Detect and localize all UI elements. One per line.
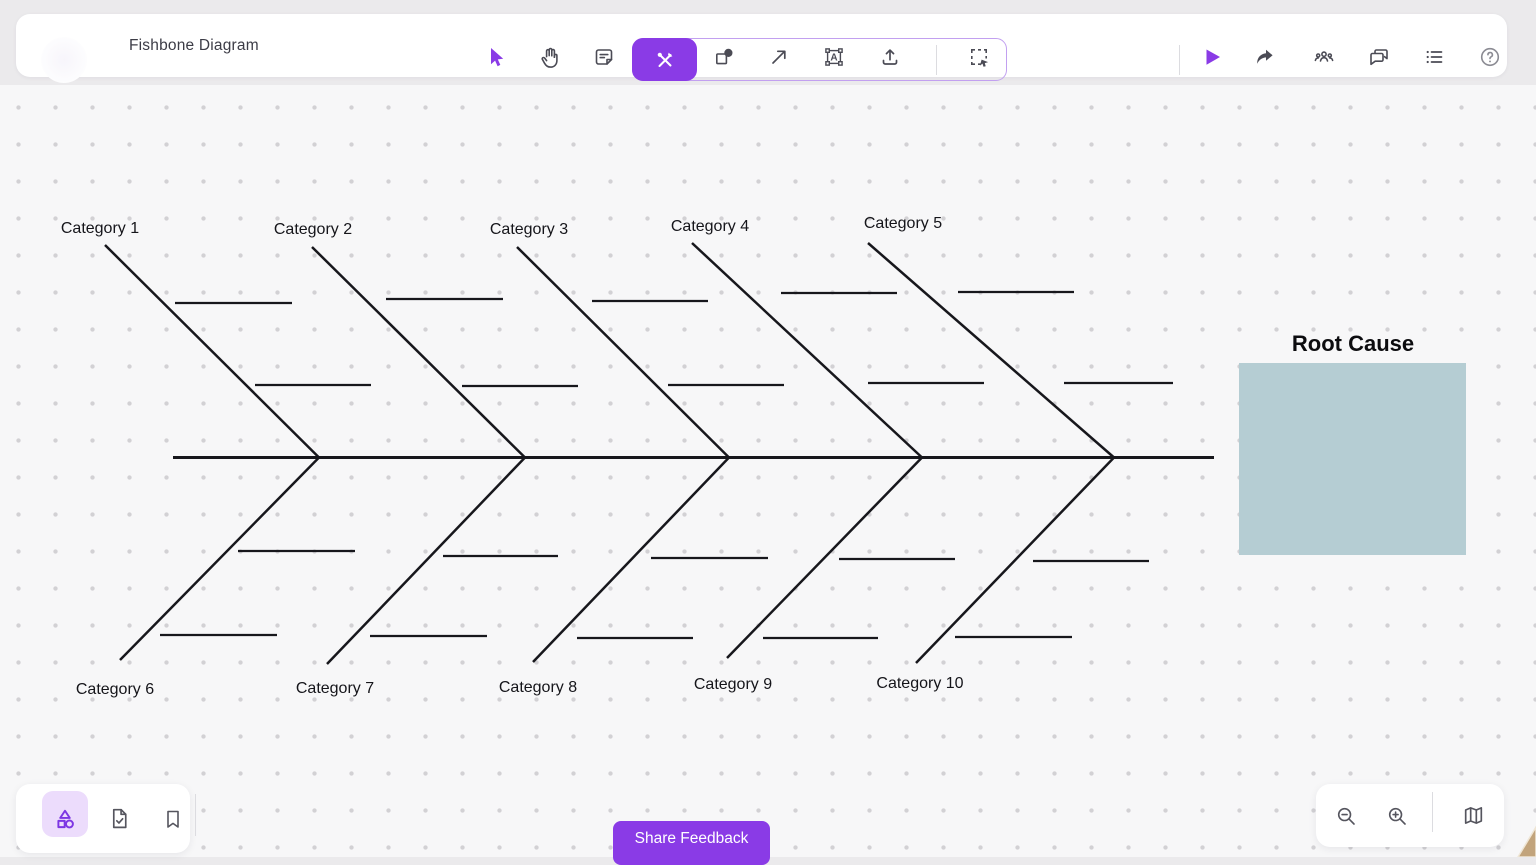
active-tab-highlight bbox=[42, 791, 88, 837]
app-logo[interactable] bbox=[41, 37, 87, 83]
tools-icon bbox=[657, 52, 672, 67]
shapes-icon bbox=[57, 809, 74, 828]
share-button[interactable] bbox=[1245, 37, 1285, 77]
map-icon bbox=[1464, 807, 1482, 824]
help-button[interactable] bbox=[1470, 37, 1510, 77]
header-divider bbox=[1179, 45, 1180, 75]
cursor-icon bbox=[491, 48, 504, 67]
zoom-out-button[interactable] bbox=[1326, 796, 1366, 836]
build-tools-button[interactable] bbox=[632, 38, 697, 81]
play-cursor-icon bbox=[1206, 49, 1220, 65]
pan-tool-button[interactable] bbox=[530, 37, 570, 77]
sticky-note-button[interactable] bbox=[584, 37, 624, 77]
share-arrow-icon bbox=[1257, 49, 1273, 64]
marquee-icon bbox=[971, 49, 989, 67]
list-icon bbox=[1426, 50, 1443, 64]
comments-button[interactable] bbox=[1359, 37, 1399, 77]
chat-icon bbox=[1370, 49, 1388, 66]
people-icon bbox=[1314, 51, 1334, 62]
zoom-in-icon bbox=[1388, 807, 1406, 825]
minimap-button[interactable] bbox=[1453, 796, 1493, 836]
text-frame-icon: A bbox=[825, 48, 843, 66]
left-dock-panel bbox=[16, 784, 196, 853]
question-icon bbox=[1480, 47, 1500, 67]
select-tool-button[interactable] bbox=[476, 37, 516, 77]
panel-divider bbox=[195, 794, 196, 836]
share-feedback-button[interactable]: Share Feedback bbox=[613, 821, 770, 865]
upload-button[interactable] bbox=[870, 37, 910, 77]
share-feedback-label: Share Feedback bbox=[634, 830, 749, 847]
collaborators-button[interactable] bbox=[1304, 37, 1344, 77]
svg-text:A: A bbox=[830, 53, 837, 64]
outline-list-button[interactable] bbox=[1414, 37, 1454, 77]
zoom-in-button[interactable] bbox=[1377, 796, 1417, 836]
bookmarks-button[interactable] bbox=[153, 799, 193, 839]
note-icon bbox=[595, 49, 613, 65]
templates-button[interactable] bbox=[99, 799, 139, 839]
shapes-tool-button[interactable] bbox=[704, 37, 744, 77]
arrow-icon bbox=[772, 50, 786, 64]
present-button[interactable] bbox=[1192, 37, 1232, 77]
connector-tool-button[interactable] bbox=[759, 37, 799, 77]
panel-divider bbox=[1432, 792, 1433, 832]
shapes-library-button[interactable] bbox=[45, 799, 85, 839]
upload-icon bbox=[882, 49, 898, 65]
document-title[interactable]: Fishbone Diagram bbox=[129, 36, 259, 54]
toolbar-divider bbox=[936, 45, 937, 75]
shape-icon bbox=[716, 48, 733, 65]
zoom-panel bbox=[1316, 784, 1504, 847]
doc-check-icon bbox=[112, 808, 127, 829]
header-bar: Fishbone Diagram bbox=[16, 14, 1510, 83]
bookmark-icon bbox=[167, 810, 179, 828]
marquee-select-button[interactable] bbox=[959, 37, 999, 77]
zoom-out-icon bbox=[1337, 807, 1355, 825]
hand-icon bbox=[541, 47, 558, 68]
text-tool-button[interactable]: A bbox=[814, 37, 854, 77]
canvas[interactable] bbox=[0, 85, 1536, 857]
